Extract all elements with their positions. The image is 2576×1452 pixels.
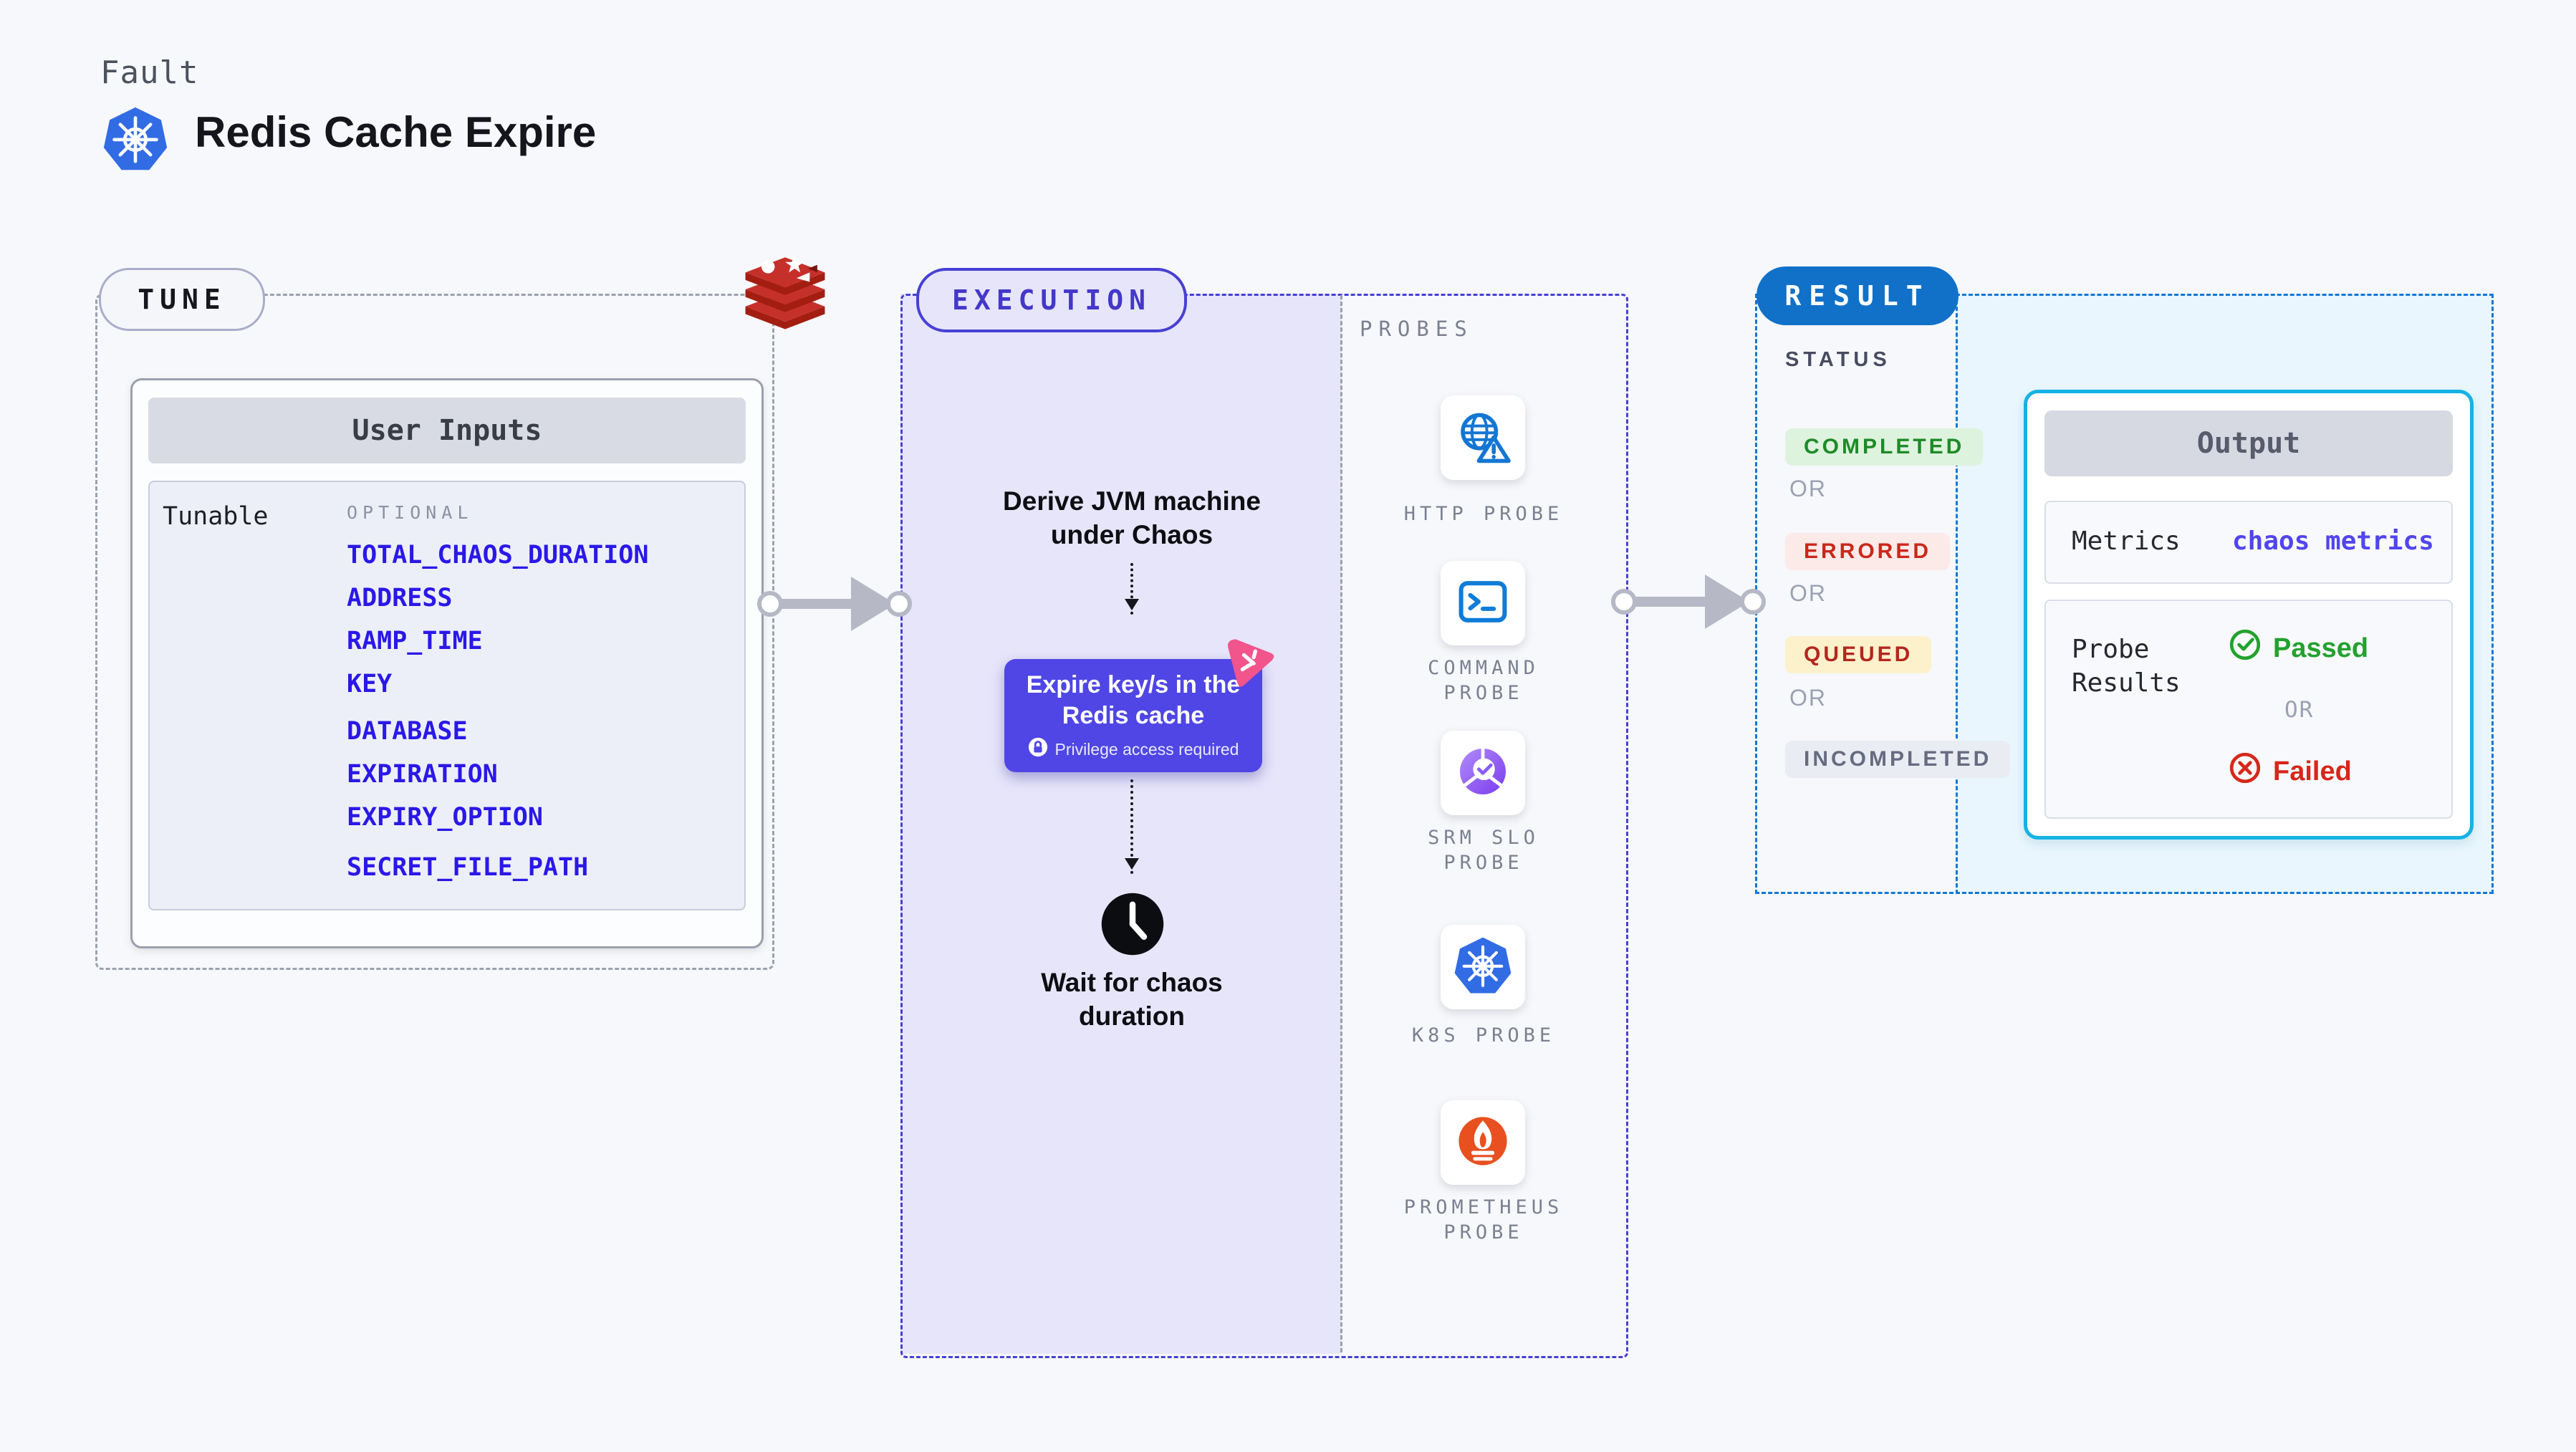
status-heading: STATUS xyxy=(1785,348,1891,371)
output-title: Output xyxy=(2044,410,2453,476)
srm-slo-probe-card xyxy=(1441,731,1525,815)
chaos-action-card: Expire key/s in the Redis cache Privileg… xyxy=(1004,659,1262,772)
metrics-row: Metrics chaos metrics xyxy=(2044,501,2453,584)
result-status-box xyxy=(1755,294,1960,894)
flow-arrow-execution-to-result xyxy=(1606,567,1771,643)
execution-step-derive: Derive JVM machine under Chaos xyxy=(1003,486,1261,549)
fault-kicker: Fault xyxy=(100,54,199,91)
failed-verdict: Failed xyxy=(2229,751,2368,792)
k8s-probe-card xyxy=(1441,925,1525,1009)
chaos-action-title: Expire key/s in the Redis cache xyxy=(1026,671,1241,729)
slo-pie-icon xyxy=(1454,743,1512,804)
env-var-link[interactable]: EXPIRY_OPTION xyxy=(347,803,543,832)
redis-icon xyxy=(738,249,832,345)
or-label: OR xyxy=(1789,685,1827,711)
env-var-link[interactable]: KEY xyxy=(347,670,393,698)
output-card: Output Metrics chaos metrics Probe Resul… xyxy=(2024,390,2474,840)
status-badge-queued: QUEUED xyxy=(1785,636,1932,673)
kubernetes-icon xyxy=(1453,936,1512,999)
execution-step-wait: Wait for chaos duration xyxy=(1041,968,1223,1031)
or-label: OR xyxy=(2284,697,2315,723)
optional-label: OPTIONAL xyxy=(347,502,474,523)
env-var-link[interactable]: DATABASE xyxy=(347,717,468,746)
http-probe-label: HTTP PROBE xyxy=(1403,503,1564,525)
status-badge-errored: ERRORED xyxy=(1785,533,1951,570)
env-var-link[interactable]: RAMP_TIME xyxy=(347,627,483,655)
down-arrow-icon xyxy=(1125,779,1139,874)
chaos-pink-icon xyxy=(1224,635,1278,693)
execution-section-box xyxy=(900,294,1628,1358)
k8s-probe-label: K8S PROBE xyxy=(1411,1024,1556,1047)
down-arrow-icon xyxy=(1125,563,1139,615)
command-probe-card xyxy=(1441,561,1525,645)
user-inputs-card: User Inputs Tunable OPTIONAL TOTAL_CHAOS… xyxy=(130,378,764,948)
privilege-note-text: Privilege access required xyxy=(1054,739,1239,759)
http-probe-card xyxy=(1441,395,1525,480)
tunable-panel: Tunable OPTIONAL TOTAL_CHAOS_DURATION AD… xyxy=(148,481,746,910)
srm-slo-probe-label: SRM SLO PROBE xyxy=(1428,827,1539,874)
probe-results-label: Probe Results xyxy=(2072,635,2181,698)
x-circle-icon xyxy=(2229,751,2262,792)
status-badge-incompleted: INCOMPLETED xyxy=(1785,741,2011,778)
status-badge-completed: COMPLETED xyxy=(1785,428,1984,466)
probe-results-row: Probe Results Passed OR xyxy=(2044,600,2453,819)
env-var-link[interactable]: SECRET_FILE_PATH xyxy=(347,853,589,882)
lock-icon xyxy=(1028,737,1048,761)
tune-section-box xyxy=(95,294,774,970)
command-probe-label: COMMAND PROBE xyxy=(1428,657,1539,704)
globe-alert-icon xyxy=(1454,408,1512,468)
kubernetes-icon xyxy=(102,106,168,176)
prometheus-probe-card xyxy=(1441,1100,1525,1185)
flow-arrow-tune-to-execution xyxy=(752,569,917,645)
tunable-label: Tunable xyxy=(163,502,269,531)
clock-icon xyxy=(1099,890,1166,961)
terminal-icon xyxy=(1456,574,1510,633)
env-var-link[interactable]: ADDRESS xyxy=(347,584,453,612)
chaos-metrics-link[interactable]: chaos metrics xyxy=(2232,527,2434,556)
check-circle-icon xyxy=(2229,628,2262,668)
execution-probes-divider xyxy=(1340,295,1342,1352)
passed-label: Passed xyxy=(2273,633,2369,663)
page-title: Redis Cache Expire xyxy=(195,108,597,156)
result-badge: RESULT xyxy=(1756,266,1959,325)
metrics-label: Metrics xyxy=(2072,527,2181,556)
probes-heading: PROBES xyxy=(1360,317,1474,341)
execution-fill xyxy=(900,294,1342,1354)
failed-label: Failed xyxy=(2273,756,2352,787)
privilege-note: Privilege access required xyxy=(1028,737,1239,761)
user-inputs-title: User Inputs xyxy=(148,398,746,463)
passed-verdict: Passed xyxy=(2229,628,2368,668)
env-var-link[interactable]: TOTAL_CHAOS_DURATION xyxy=(347,541,649,569)
tune-badge: TUNE xyxy=(99,268,265,331)
or-label: OR xyxy=(1789,476,1827,501)
prometheus-icon xyxy=(1454,1112,1512,1173)
execution-badge: EXECUTION xyxy=(916,268,1187,332)
prometheus-probe-label: PROMETHEUS PROBE xyxy=(1403,1196,1564,1244)
env-var-link[interactable]: EXPIRATION xyxy=(347,760,498,789)
or-label: OR xyxy=(1789,580,1827,606)
